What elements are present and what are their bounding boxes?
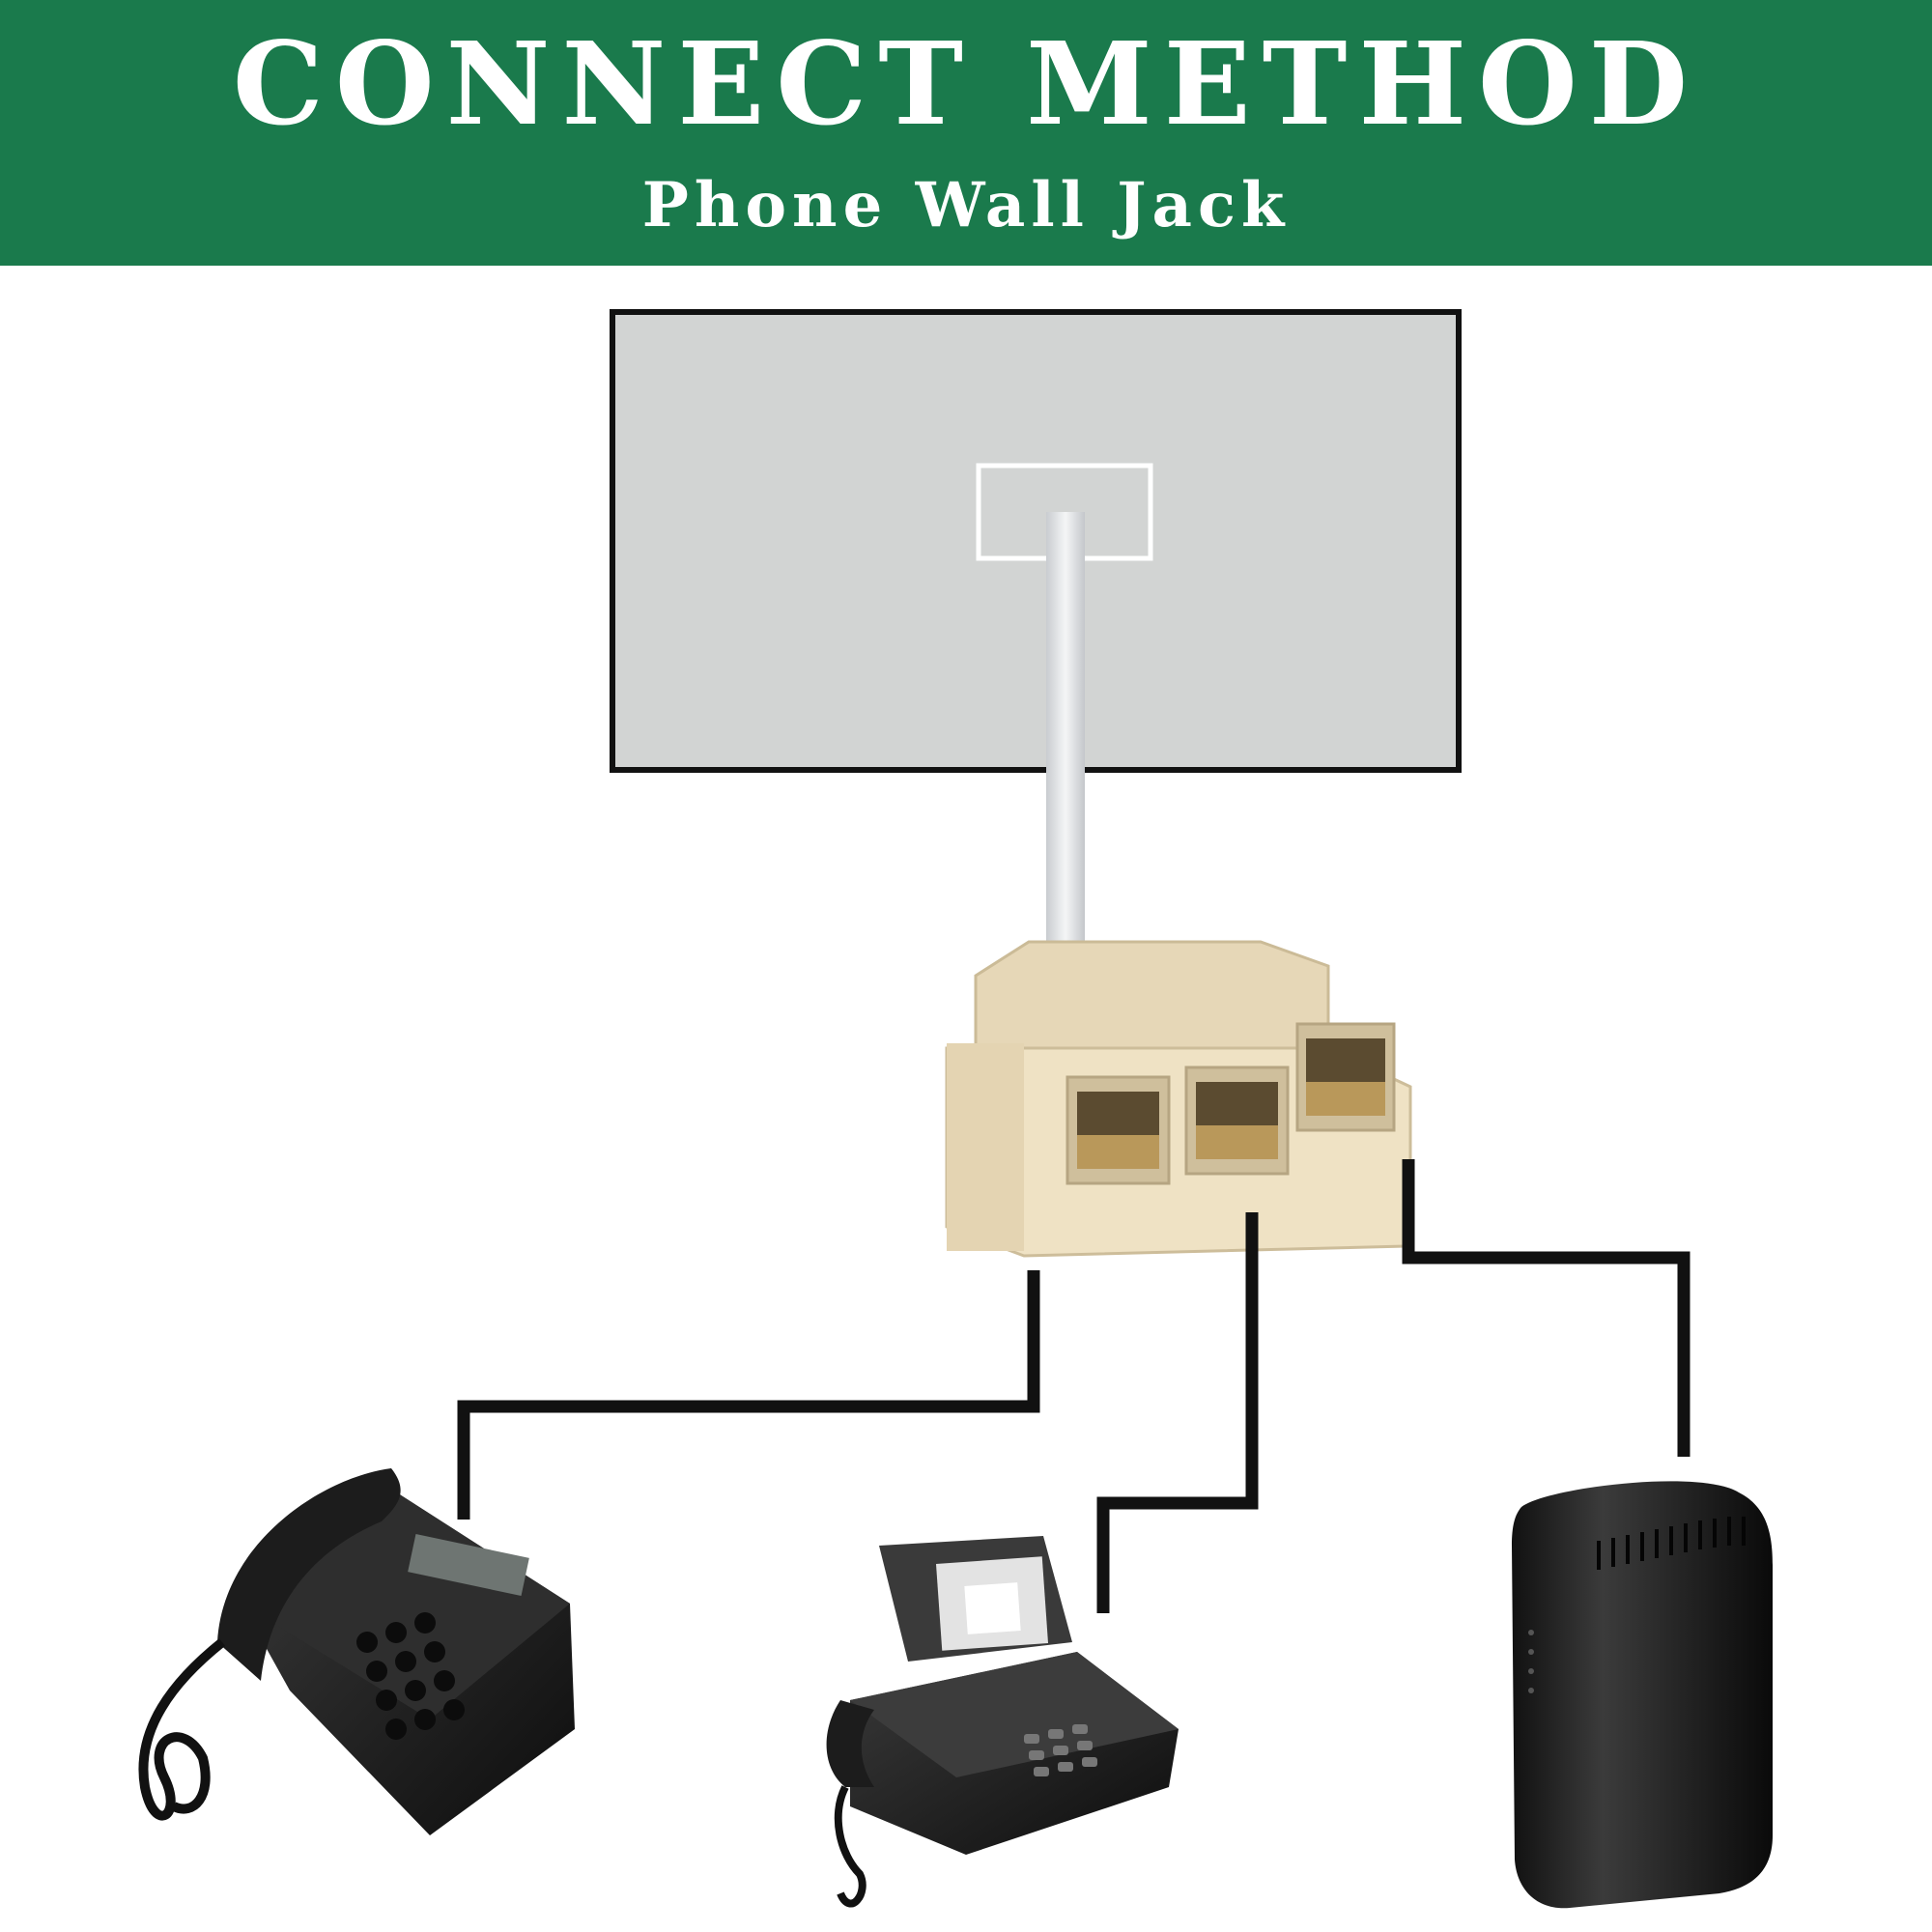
cable-to-modem	[1402, 1159, 1690, 1457]
splitter-port	[1295, 1022, 1396, 1132]
wall-plate	[610, 309, 1462, 773]
modem-icon	[1512, 1481, 1773, 1909]
splitter-port	[1184, 1065, 1290, 1176]
telephone-icon	[138, 1468, 575, 1835]
page-subtitle: Phone Wall Jack	[641, 169, 1291, 242]
cable-to-telephone	[457, 1270, 1040, 1520]
title-banner	[0, 0, 1932, 266]
fax-machine-icon	[826, 1536, 1179, 1908]
splitter-port	[1065, 1075, 1171, 1185]
cable-to-fax	[1096, 1212, 1259, 1613]
page-title: CONNECT METHOD	[232, 16, 1700, 151]
splitter-adapter-icon	[945, 940, 1412, 1258]
splitter-cord	[1046, 512, 1085, 966]
